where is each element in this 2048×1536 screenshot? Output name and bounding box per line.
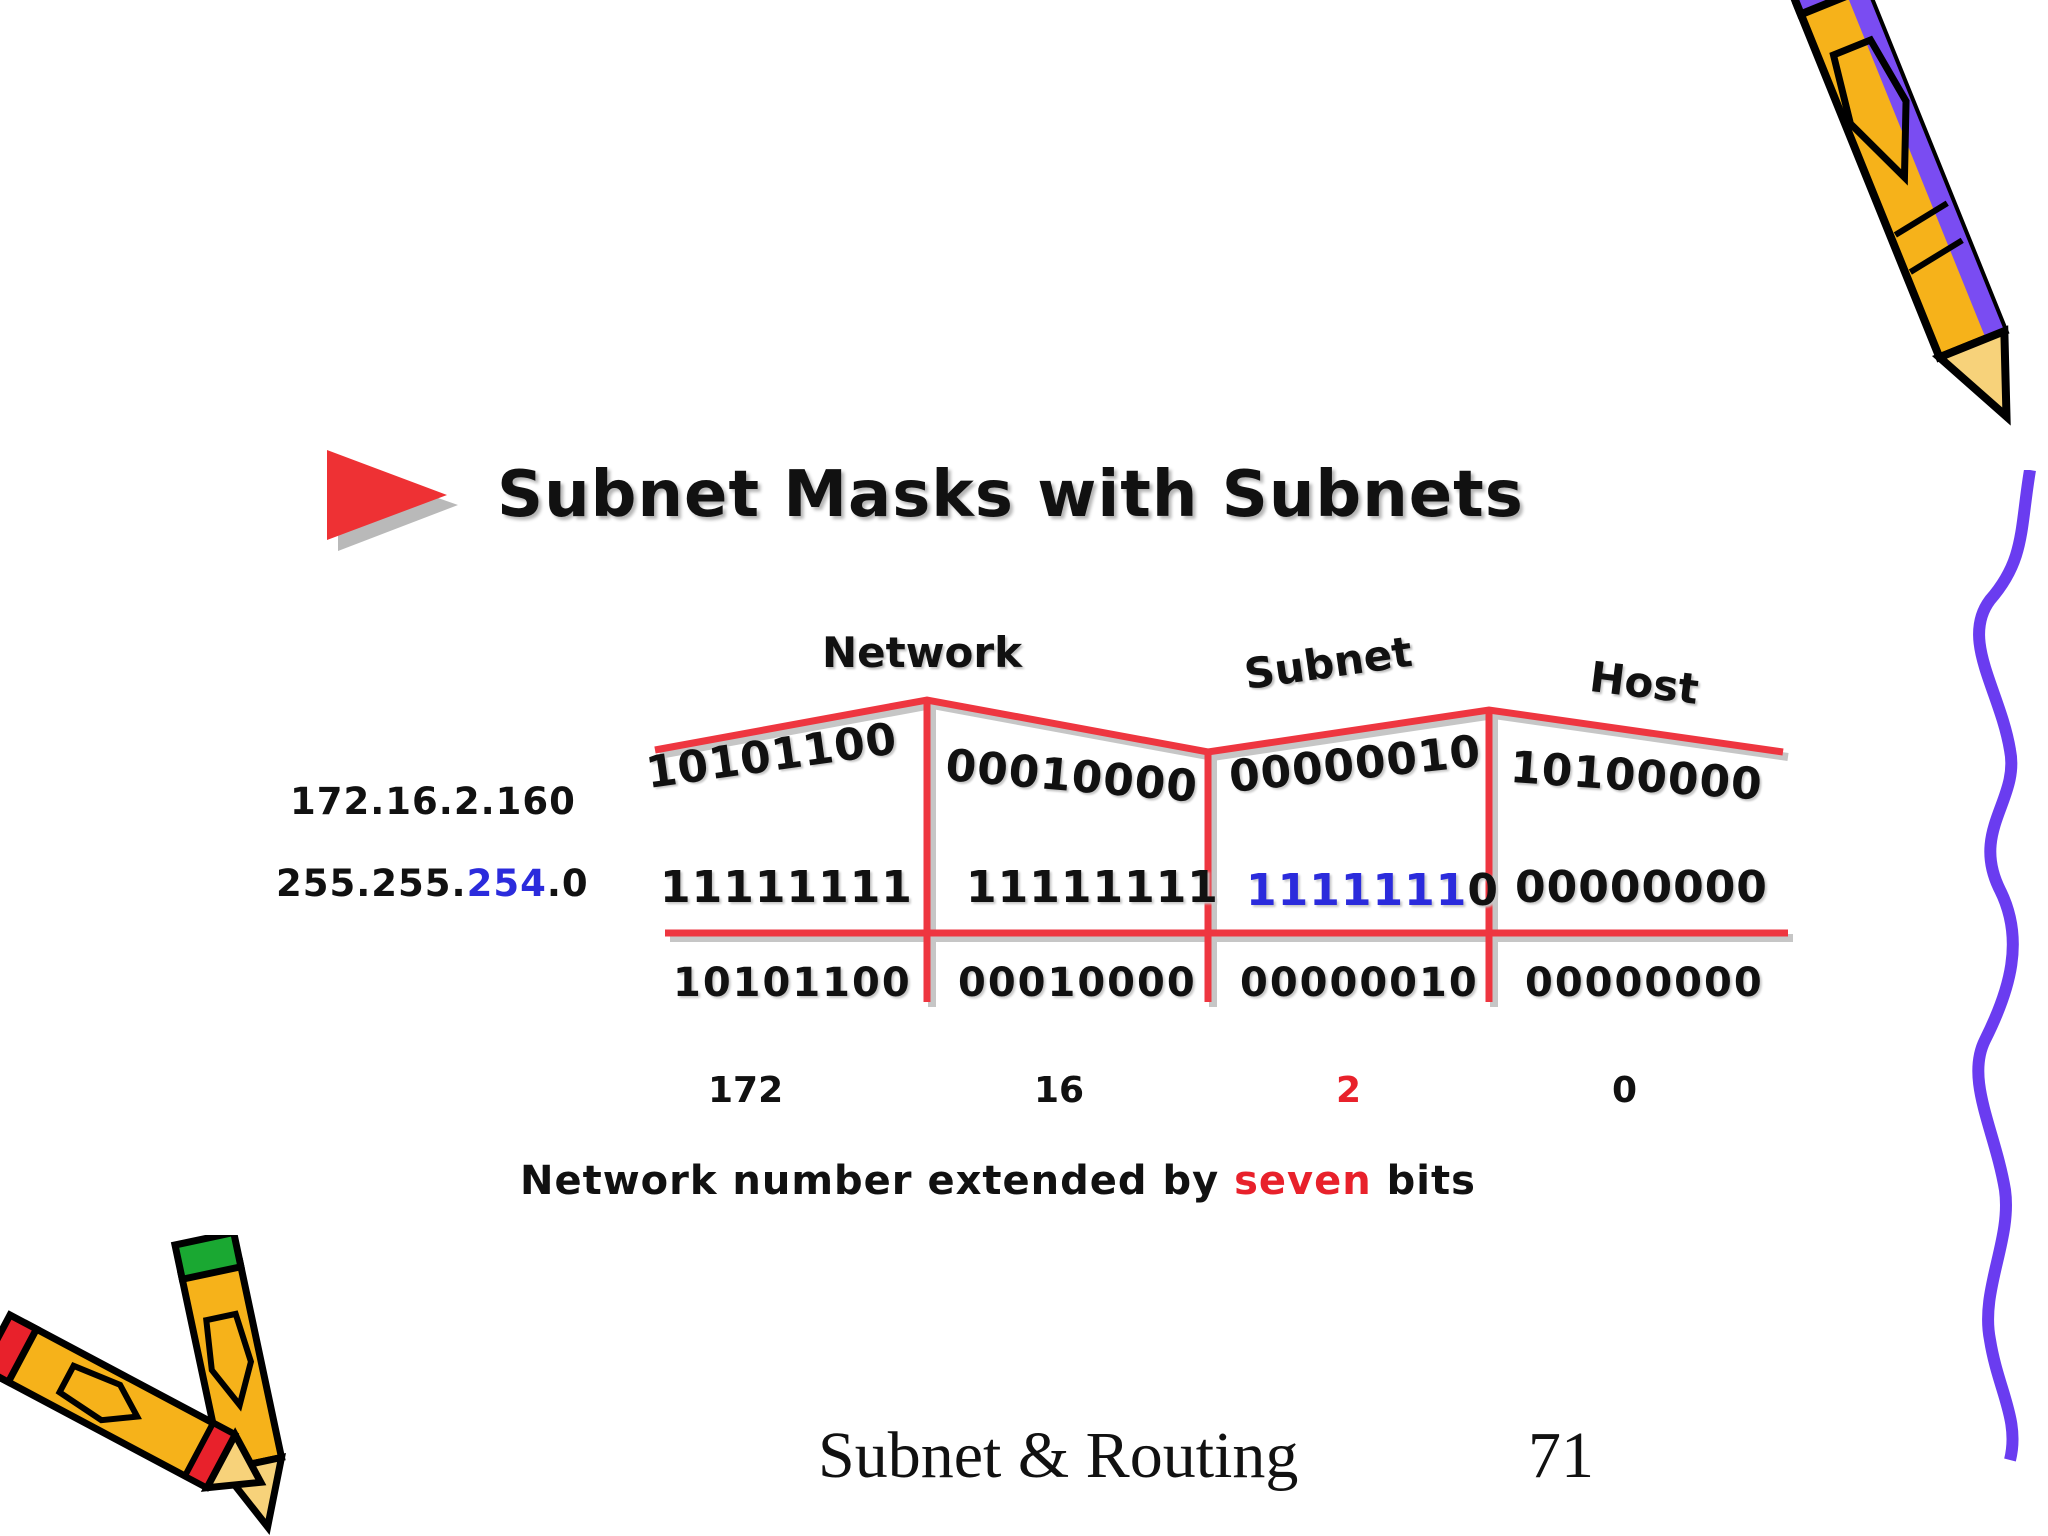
wavy-border-decoration <box>1972 470 2036 1462</box>
mask-bits-octet-1: 11111111 <box>660 862 913 913</box>
decimal-octet-1: 172 <box>708 1070 784 1111</box>
mask-label-prefix: 255.255. <box>276 862 467 905</box>
footer-title: Subnet & Routing <box>818 1419 1299 1492</box>
caption-before: Network number extended by <box>520 1158 1235 1204</box>
result-bits-octet-1: 10101100 <box>673 960 912 1006</box>
pencil-top-right-icon <box>1784 0 2011 426</box>
mask-bits-host-part: 0 <box>1467 865 1499 916</box>
network-header: Network <box>822 628 1023 677</box>
title-arrow-icon <box>327 450 458 551</box>
result-bits-octet-4: 00000000 <box>1525 960 1764 1006</box>
mask-bits-octet-4: 00000000 <box>1515 862 1768 913</box>
decimal-octet-3: 2 <box>1336 1070 1362 1111</box>
result-bits-octet-3: 00000010 <box>1240 960 1479 1006</box>
mask-label-highlight: 254 <box>466 862 547 905</box>
subnet-mask-label: 255.255.254.0 <box>276 862 589 905</box>
caption-highlight: seven <box>1234 1158 1372 1204</box>
decimal-octet-2: 16 <box>1034 1070 1085 1111</box>
mask-bits-octet-2: 11111111 <box>966 862 1219 913</box>
page-number: 71 <box>1528 1419 1594 1492</box>
mask-bits-subnet-part: 1111111 <box>1246 865 1468 916</box>
pencils-bottom-left-icon <box>0 1235 286 1535</box>
subnet-diagram-lines <box>654 696 1793 1007</box>
caption-after: bits <box>1371 1158 1476 1204</box>
slide-title: Subnet Masks with Subnets <box>497 458 1524 532</box>
mask-bits-octet-3: 11111110 <box>1246 865 1499 916</box>
decimal-octet-4: 0 <box>1612 1070 1638 1111</box>
diagram-caption: Network number extended by seven bits <box>520 1158 1476 1204</box>
result-bits-octet-2: 00010000 <box>958 960 1197 1006</box>
ip-address-label: 172.16.2.160 <box>290 780 576 823</box>
mask-label-suffix: .0 <box>546 862 589 905</box>
